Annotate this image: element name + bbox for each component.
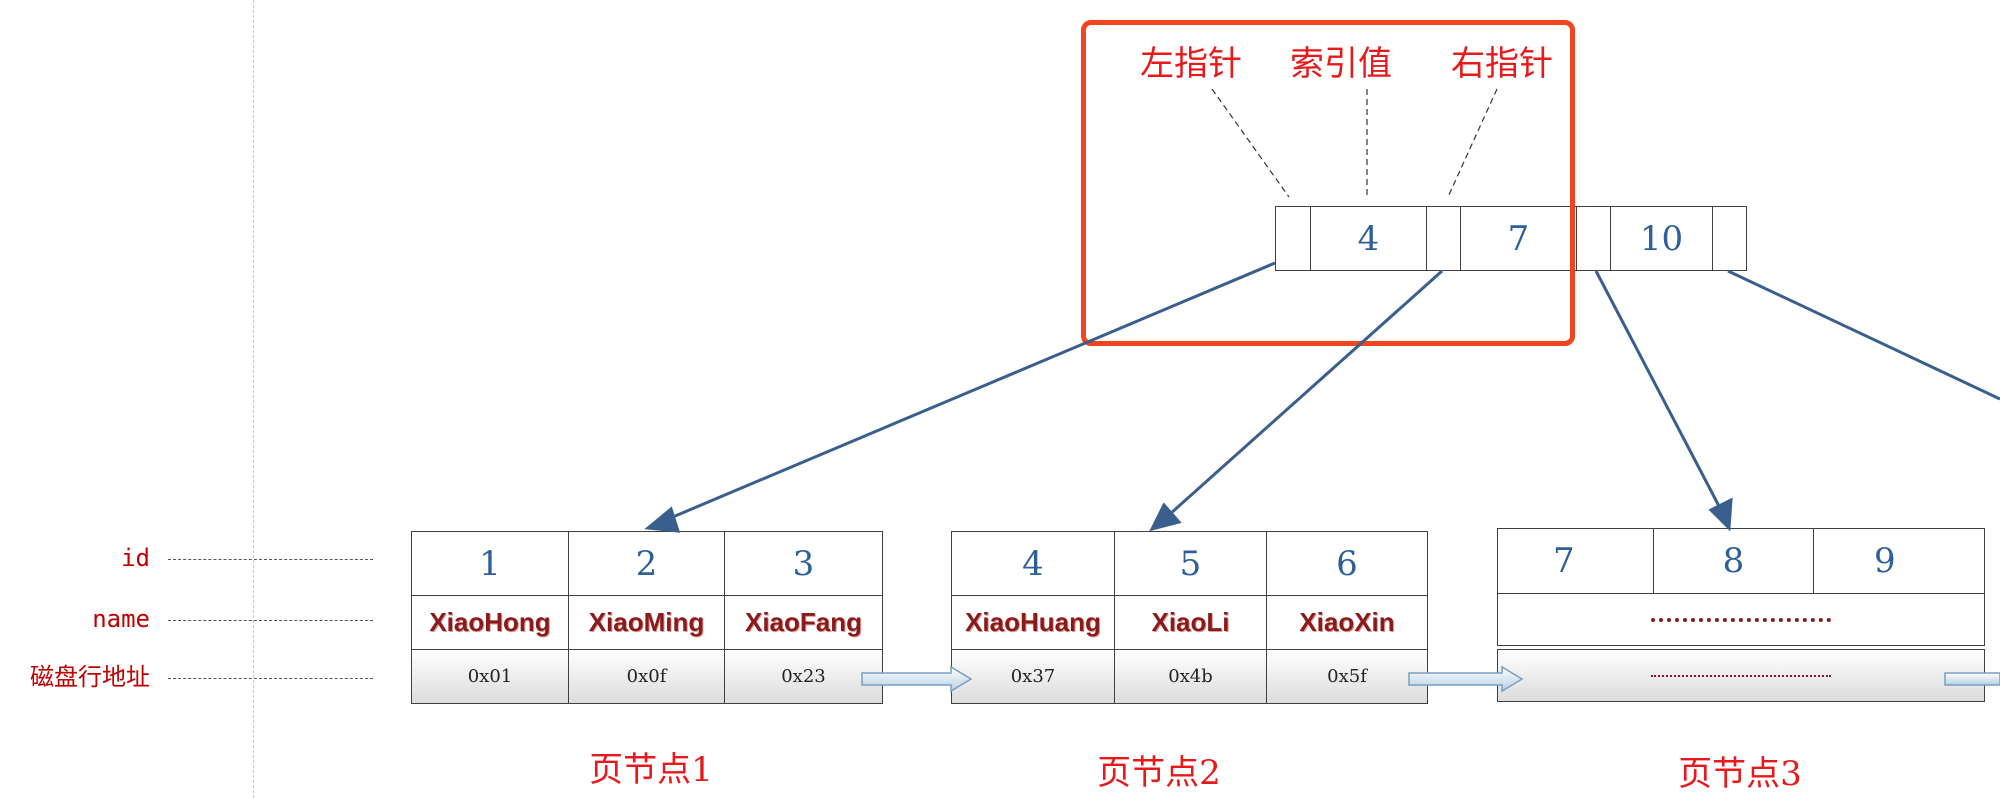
page3-id-cell: 7 <box>1553 541 1575 581</box>
root-node: 4 7 10 <box>1275 206 1747 271</box>
arrow-head-page1 <box>644 506 681 533</box>
page1-address-cell: 0x23 <box>724 650 882 703</box>
row-guide-address <box>168 678 373 679</box>
root-pointer-3 <box>1712 207 1746 270</box>
page3-address-placeholder <box>1498 650 1984 701</box>
arrow-to-page2 <box>1169 269 1443 516</box>
link-arrow-page3-to-next <box>1944 672 2000 686</box>
page2-address-cell: 0x4b <box>1114 650 1266 703</box>
root-pointer-1 <box>1426 207 1460 270</box>
root-key-1: 7 <box>1460 207 1576 270</box>
page1-address-cell: 0x0f <box>568 650 724 703</box>
page1-id-cell: 2 <box>568 532 724 595</box>
page3-id-cell: 9 <box>1813 529 1984 593</box>
page2-label: 页节点2 <box>1097 753 1221 793</box>
arrow-head-page2 <box>1149 502 1182 532</box>
link-arrow-page2-to-page3 <box>1408 665 1524 693</box>
page3-id-cell: 8 <box>1653 529 1813 593</box>
page1-id-row: 1 2 3 <box>411 531 883 596</box>
right-pointer-annotation: 右指针 <box>1451 44 1553 84</box>
root-key-2: 10 <box>1610 207 1712 270</box>
page2-id-cell: 4 <box>1022 543 1044 584</box>
page2-id-cell: 6 <box>1266 532 1427 595</box>
row-label-id: id <box>121 544 150 572</box>
arrow-to-page1 <box>667 261 1276 521</box>
link-arrow-page1-to-page2 <box>861 665 973 693</box>
page3-name-placeholder <box>1498 594 1984 645</box>
page3-label: 页节点3 <box>1678 754 1802 794</box>
page1-address-cell: 0x01 <box>467 666 513 687</box>
page2-id-row: 4 5 6 <box>951 531 1428 596</box>
row-guide-name <box>168 620 373 621</box>
page2-address-cell: 0x37 <box>1010 666 1056 687</box>
page2-id-cell: 5 <box>1114 532 1266 595</box>
left-pointer-leader <box>1211 88 1290 198</box>
page2-address-cell: 0x5f <box>1266 650 1427 703</box>
left-pointer-annotation: 左指针 <box>1140 44 1242 84</box>
index-value-annotation: 索引值 <box>1290 44 1392 84</box>
row-guide-id <box>168 559 373 560</box>
arrow-to-page3 <box>1594 270 1722 509</box>
page3-name-row <box>1497 593 1985 646</box>
row-label-name: name <box>92 605 150 633</box>
page2-name-cell: XiaoHuang <box>965 607 1101 637</box>
page1-id-cell: 3 <box>724 532 882 595</box>
page1-address-row: 0x01 0x0f 0x23 <box>411 649 883 704</box>
arrow-head-page3 <box>1708 497 1733 532</box>
page1-name-cell: XiaoFang <box>724 596 882 649</box>
page3-address-row <box>1497 649 1985 702</box>
page2-address-row: 0x37 0x4b 0x5f <box>951 649 1428 704</box>
row-label-address: 磁盘行地址 <box>30 663 150 691</box>
page1-name-cell: XiaoMing <box>568 596 724 649</box>
page1-name-cell: XiaoHong <box>429 607 551 637</box>
arrow-to-next-page <box>1727 269 2000 401</box>
root-pointer-2 <box>1576 207 1610 270</box>
right-pointer-leader <box>1447 88 1498 198</box>
page1-label: 页节点1 <box>589 750 713 790</box>
page3-id-row: 7 8 9 <box>1497 528 1985 594</box>
root-key-0: 4 <box>1310 207 1426 270</box>
page2-name-cell: XiaoXin <box>1266 596 1427 649</box>
highlight-box <box>1081 20 1575 346</box>
page2-name-cell: XiaoLi <box>1114 596 1266 649</box>
divider-line <box>253 0 254 798</box>
page1-id-cell: 1 <box>479 543 501 584</box>
page1-name-row: XiaoHong XiaoMing XiaoFang <box>411 595 883 650</box>
